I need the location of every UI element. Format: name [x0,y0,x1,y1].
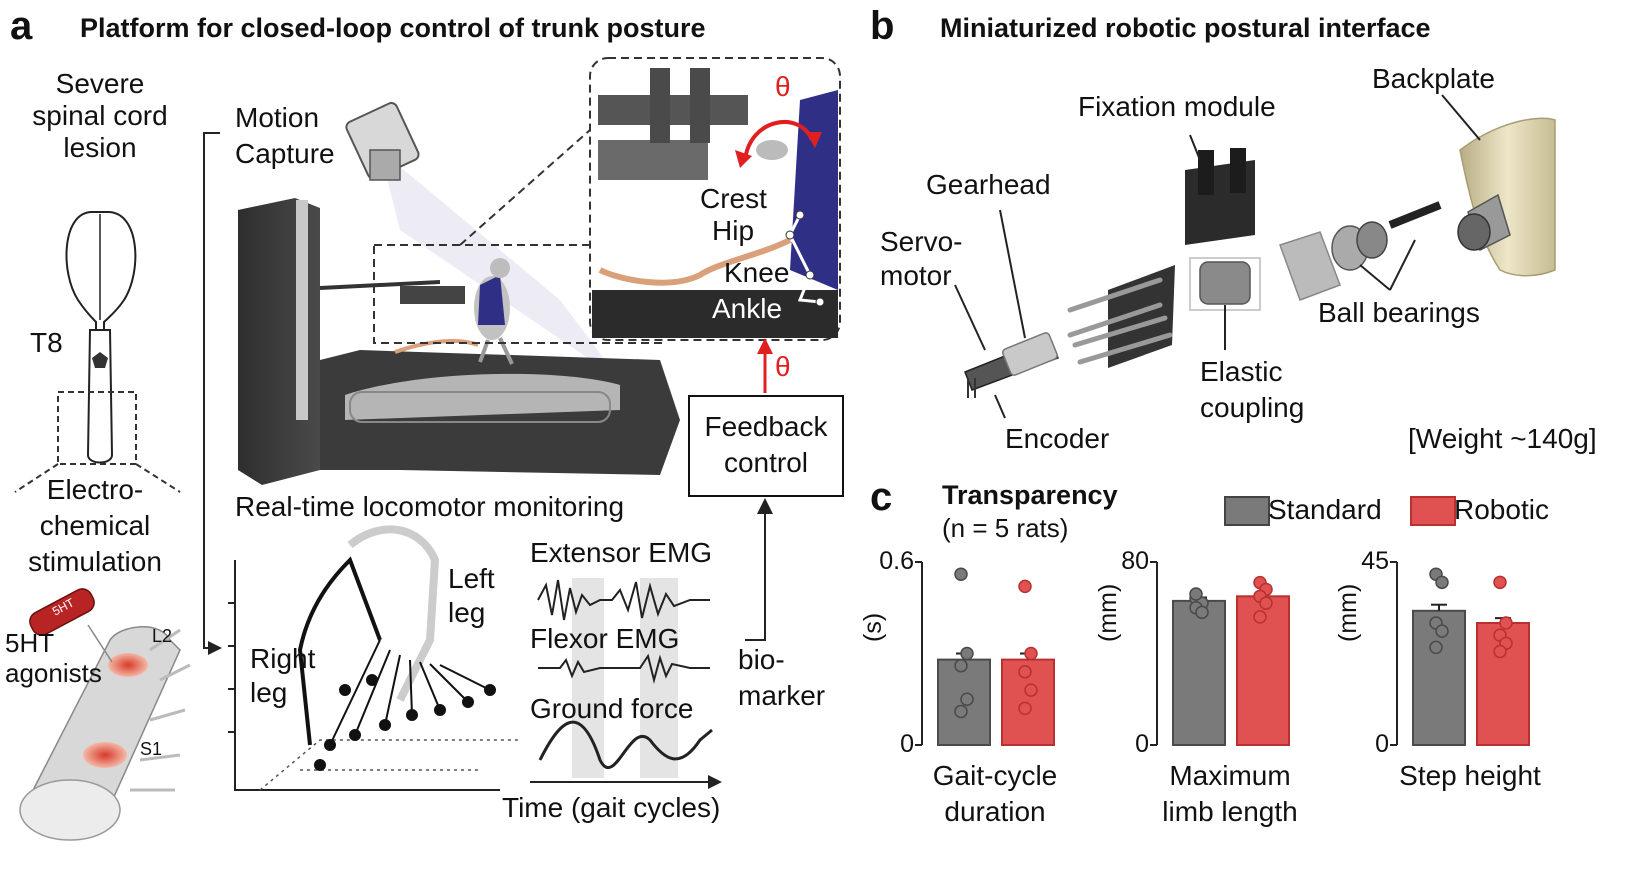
robotic-interface-drawing [954,94,1556,419]
chart-0-ylabel: (s) [859,612,887,642]
legend-robotic: Robotic [1454,494,1549,525]
panel-c-title: Transparency [942,480,1118,510]
chart-0-point-1-3 [1024,683,1038,697]
chart-1-ylabel: (mm) [1094,583,1122,642]
chart-2-point-1-4 [1493,644,1507,659]
lesion-label: Severe spinal cord lesion [32,68,168,163]
chart-0-point-0-0 [954,567,968,581]
chart-1-ytick-max: 80 [1121,547,1149,575]
right-leg-label: Right leg [250,643,316,708]
chart-2-point-0-1 [1435,575,1449,590]
monitoring-title: Real-time locomotor monitoring [235,491,625,522]
legend-swatch-standard [1224,496,1270,526]
chart-2-ytick-max: 45 [1361,547,1389,575]
kinematics-drawing [228,525,520,791]
encoder-label: Encoder [1005,423,1110,454]
gearhead-label: Gearhead [926,169,1051,200]
extensor-emg-label: Extensor EMG [530,537,713,568]
chart-0-ytick-min: 0 [900,730,914,758]
chart-0-point-0-1 [960,646,974,661]
motion-capture-label: Motion Capture [235,102,335,169]
left-leg-label: Left leg [448,563,495,628]
joint-hip: Hip [712,215,755,246]
chart-2-ylabel: (mm) [1334,583,1362,642]
flexor-emg-label: Flexor EMG [530,623,680,654]
panel-a-title: Platform for closed-loop control of trun… [80,13,706,43]
chart-2-point-0-4 [1429,640,1443,655]
time-axis-label: Time (gait cycles) [502,792,721,823]
chart-1-ytick-min: 0 [1135,730,1149,758]
chart-1-point-1-3 [1259,596,1273,610]
panel-c-subtitle: (n = 5 rats) [942,513,1069,543]
emg-traces [530,578,722,789]
agonists-label: 5HT agonists [5,628,102,688]
lumbar-segment-drawing [19,588,191,841]
chart-0-point-1-0 [1018,579,1032,594]
treadmill-drawing [238,129,680,485]
weight-label: [Weight ~140g] [1408,423,1597,454]
chart-0-point-1-2 [1018,665,1032,679]
chart-2-point-1-0 [1493,575,1507,590]
joint-crest: Crest [700,183,767,214]
ground-force-label: Ground force [530,693,694,724]
transparency-charts [915,561,1530,747]
chart-0-point-1-4 [1018,701,1032,716]
servomotor-label: Servo- motor [880,226,963,291]
chart-0-point-0-4 [954,704,968,719]
chart-2-point-1-1 [1499,616,1513,630]
chart-1-xlabel: Maximum limb length [1162,760,1298,827]
chart-0-ytick-max: 0.6 [879,547,914,575]
chart-0-point-1-1 [1024,646,1038,661]
panel-c-letter: c [870,475,893,519]
motion-capture-camera [345,102,620,380]
backplate-label: Backplate [1372,63,1495,94]
legend-swatch-robotic [1410,496,1456,526]
feedback-control-box: Feedback control [688,395,844,497]
feedback-control-label: Feedback control [704,411,828,478]
t8-label: T8 [30,327,63,358]
l2-label: L2 [152,626,173,646]
s1-label: S1 [140,739,163,759]
chart-0-point-0-3 [960,692,974,706]
chart-1-point-0-3 [1195,605,1209,620]
panel-b-letter: b [870,4,895,48]
joint-ankle: Ankle [712,293,783,324]
fixation-module-label: Fixation module [1078,91,1276,122]
biomarker-label: bio- marker [738,644,826,711]
chart-1-point-1-4 [1253,610,1267,624]
zoom-inset [589,57,841,341]
spinal-cord-drawing [14,211,181,493]
chart-0-point-0-2 [954,658,968,673]
elastic-coupling-label: Elastic coupling [1200,356,1305,423]
joint-knee: Knee [724,257,790,288]
chart-0-xlabel: Gait-cycle duration [932,760,1058,827]
chart-2-xlabel: Step height [1399,760,1541,791]
panel-b-title: Miniaturized robotic postural interface [940,13,1431,43]
ball-bearings-label: Ball bearings [1318,297,1480,328]
panel-a-letter: a [10,4,33,48]
chart-1-point-0-4 [1189,587,1203,601]
chart-2-point-0-3 [1435,624,1449,638]
chart-2-ytick-min: 0 [1375,730,1389,758]
chart-1-bar-0 [1172,599,1226,747]
theta-arrow-label: θ [775,351,791,382]
legend-standard: Standard [1268,494,1382,525]
theta-inset: θ [775,71,791,102]
stimulation-label: Electro- chemical stimulation [28,474,162,577]
